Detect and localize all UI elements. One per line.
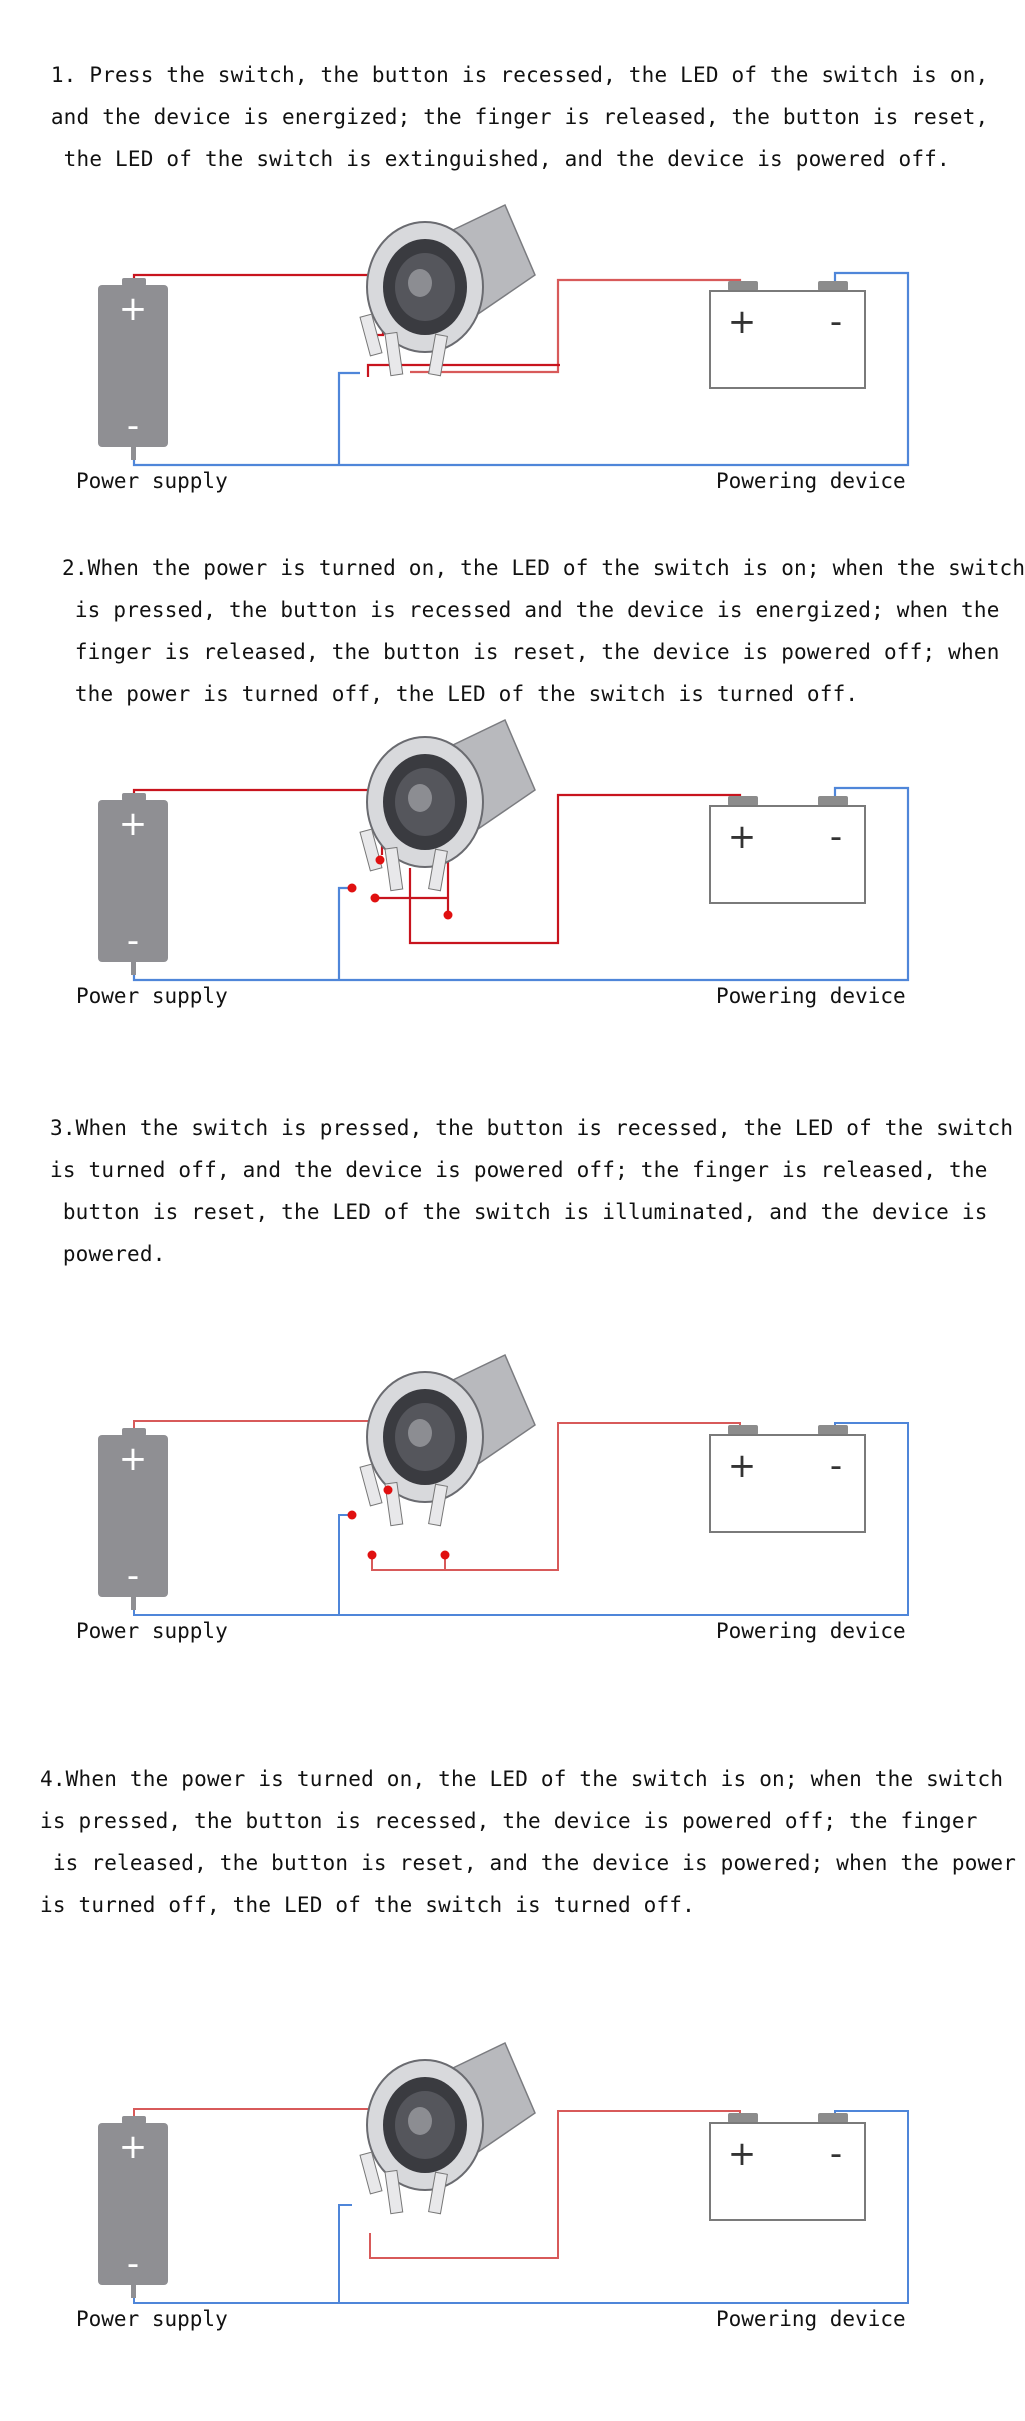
section-3-line-4: powered.	[50, 1242, 166, 1266]
section-2-line-4: the power is turned off, the LED of the …	[62, 682, 859, 706]
device-minus-symbol: -	[830, 817, 842, 857]
device-icon: + -	[709, 796, 866, 904]
device-plus-symbol: +	[728, 817, 757, 857]
wiring-diagram-1-svg: + -	[98, 203, 910, 467]
device-icon: + -	[709, 2113, 866, 2221]
device-minus-symbol: -	[830, 1446, 842, 1486]
section-1-line-1: 1. Press the switch, the button is reces…	[38, 63, 989, 87]
section-1-line-3: the LED of the switch is extinguished, a…	[38, 147, 950, 171]
terminal-dot	[443, 910, 453, 920]
device-icon: + -	[709, 281, 866, 389]
terminal-dot	[440, 1550, 450, 1560]
terminal-dots	[347, 855, 453, 920]
section-4-line-2: is pressed, the button is recessed, the …	[40, 1809, 978, 1833]
push-switch-icon	[359, 1353, 536, 1527]
push-switch-icon	[359, 203, 536, 377]
battery-plus-symbol: +	[119, 2127, 148, 2167]
device-plus-symbol: +	[728, 302, 757, 342]
terminal-dots	[347, 1485, 450, 1560]
terminal-dot	[375, 855, 385, 865]
wiring-diagram-3-svg: + -	[98, 1353, 909, 1616]
section-4-line-4: is turned off, the LED of the switch is …	[40, 1893, 695, 1917]
power-supply-label: Power supply	[76, 2307, 228, 2331]
battery-minus-symbol: -	[127, 406, 139, 446]
push-switch-icon	[359, 2041, 536, 2215]
wiring-diagram-4-svg: + -	[98, 2041, 909, 2304]
battery-plus-symbol: +	[119, 1439, 148, 1479]
battery-minus-symbol: -	[127, 2244, 139, 2284]
wiring-diagram-3: + -	[0, 1353, 1000, 1645]
device-plus-symbol: +	[728, 1446, 757, 1486]
section-2-line-1: 2.When the power is turned on, the LED o…	[62, 556, 1025, 580]
wiring-diagram-4: + -	[0, 2041, 1000, 2333]
power-supply-label: Power supply	[76, 1619, 228, 1643]
battery-icon: + -	[98, 278, 168, 460]
powering-device-label: Powering device	[716, 2307, 906, 2331]
section-1-line-2: and the device is energized; the finger …	[38, 105, 989, 129]
battery-icon: + -	[98, 793, 168, 975]
device-minus-symbol: -	[830, 2134, 842, 2174]
wiring-diagram-2: + -	[0, 718, 1000, 1010]
battery-minus-symbol: -	[127, 921, 139, 961]
section-4-line-1: 4.When the power is turned on, the LED o…	[40, 1767, 1004, 1791]
section-3-line-1: 3.When the switch is pressed, the button…	[50, 1116, 1014, 1140]
powering-device-label: Powering device	[716, 469, 906, 493]
push-switch-icon	[359, 718, 536, 892]
section-3-line-3: button is reset, the LED of the switch i…	[50, 1200, 988, 1224]
battery-plus-symbol: +	[119, 289, 148, 329]
terminal-dot	[347, 883, 357, 893]
terminal-dot	[370, 893, 380, 903]
terminal-dot	[383, 1485, 393, 1495]
device-icon: + -	[709, 1425, 866, 1533]
powering-device-label: Powering device	[716, 1619, 906, 1643]
section-4-line-3: is released, the button is reset, and th…	[40, 1851, 1017, 1875]
power-supply-label: Power supply	[76, 984, 228, 1008]
battery-icon: + -	[98, 2116, 168, 2298]
battery-minus-symbol: -	[127, 1556, 139, 1596]
power-supply-label: Power supply	[76, 469, 228, 493]
wiring-diagram-1: + -	[0, 203, 1000, 495]
terminal-dot	[347, 1510, 357, 1520]
wiring-diagram-2-svg: + -	[98, 718, 910, 982]
powering-device-label: Powering device	[716, 984, 906, 1008]
terminal-dot	[367, 1550, 377, 1560]
battery-plus-symbol: +	[119, 804, 148, 844]
device-minus-symbol: -	[830, 302, 842, 342]
device-plus-symbol: +	[728, 2134, 757, 2174]
wires	[133, 1420, 909, 1616]
section-2-line-2: is pressed, the button is recessed and t…	[62, 598, 1000, 622]
battery-icon: + -	[98, 1428, 168, 1610]
section-2-line-3: finger is released, the button is reset,…	[62, 640, 1000, 664]
section-3-line-2: is turned off, and the device is powered…	[50, 1158, 988, 1182]
